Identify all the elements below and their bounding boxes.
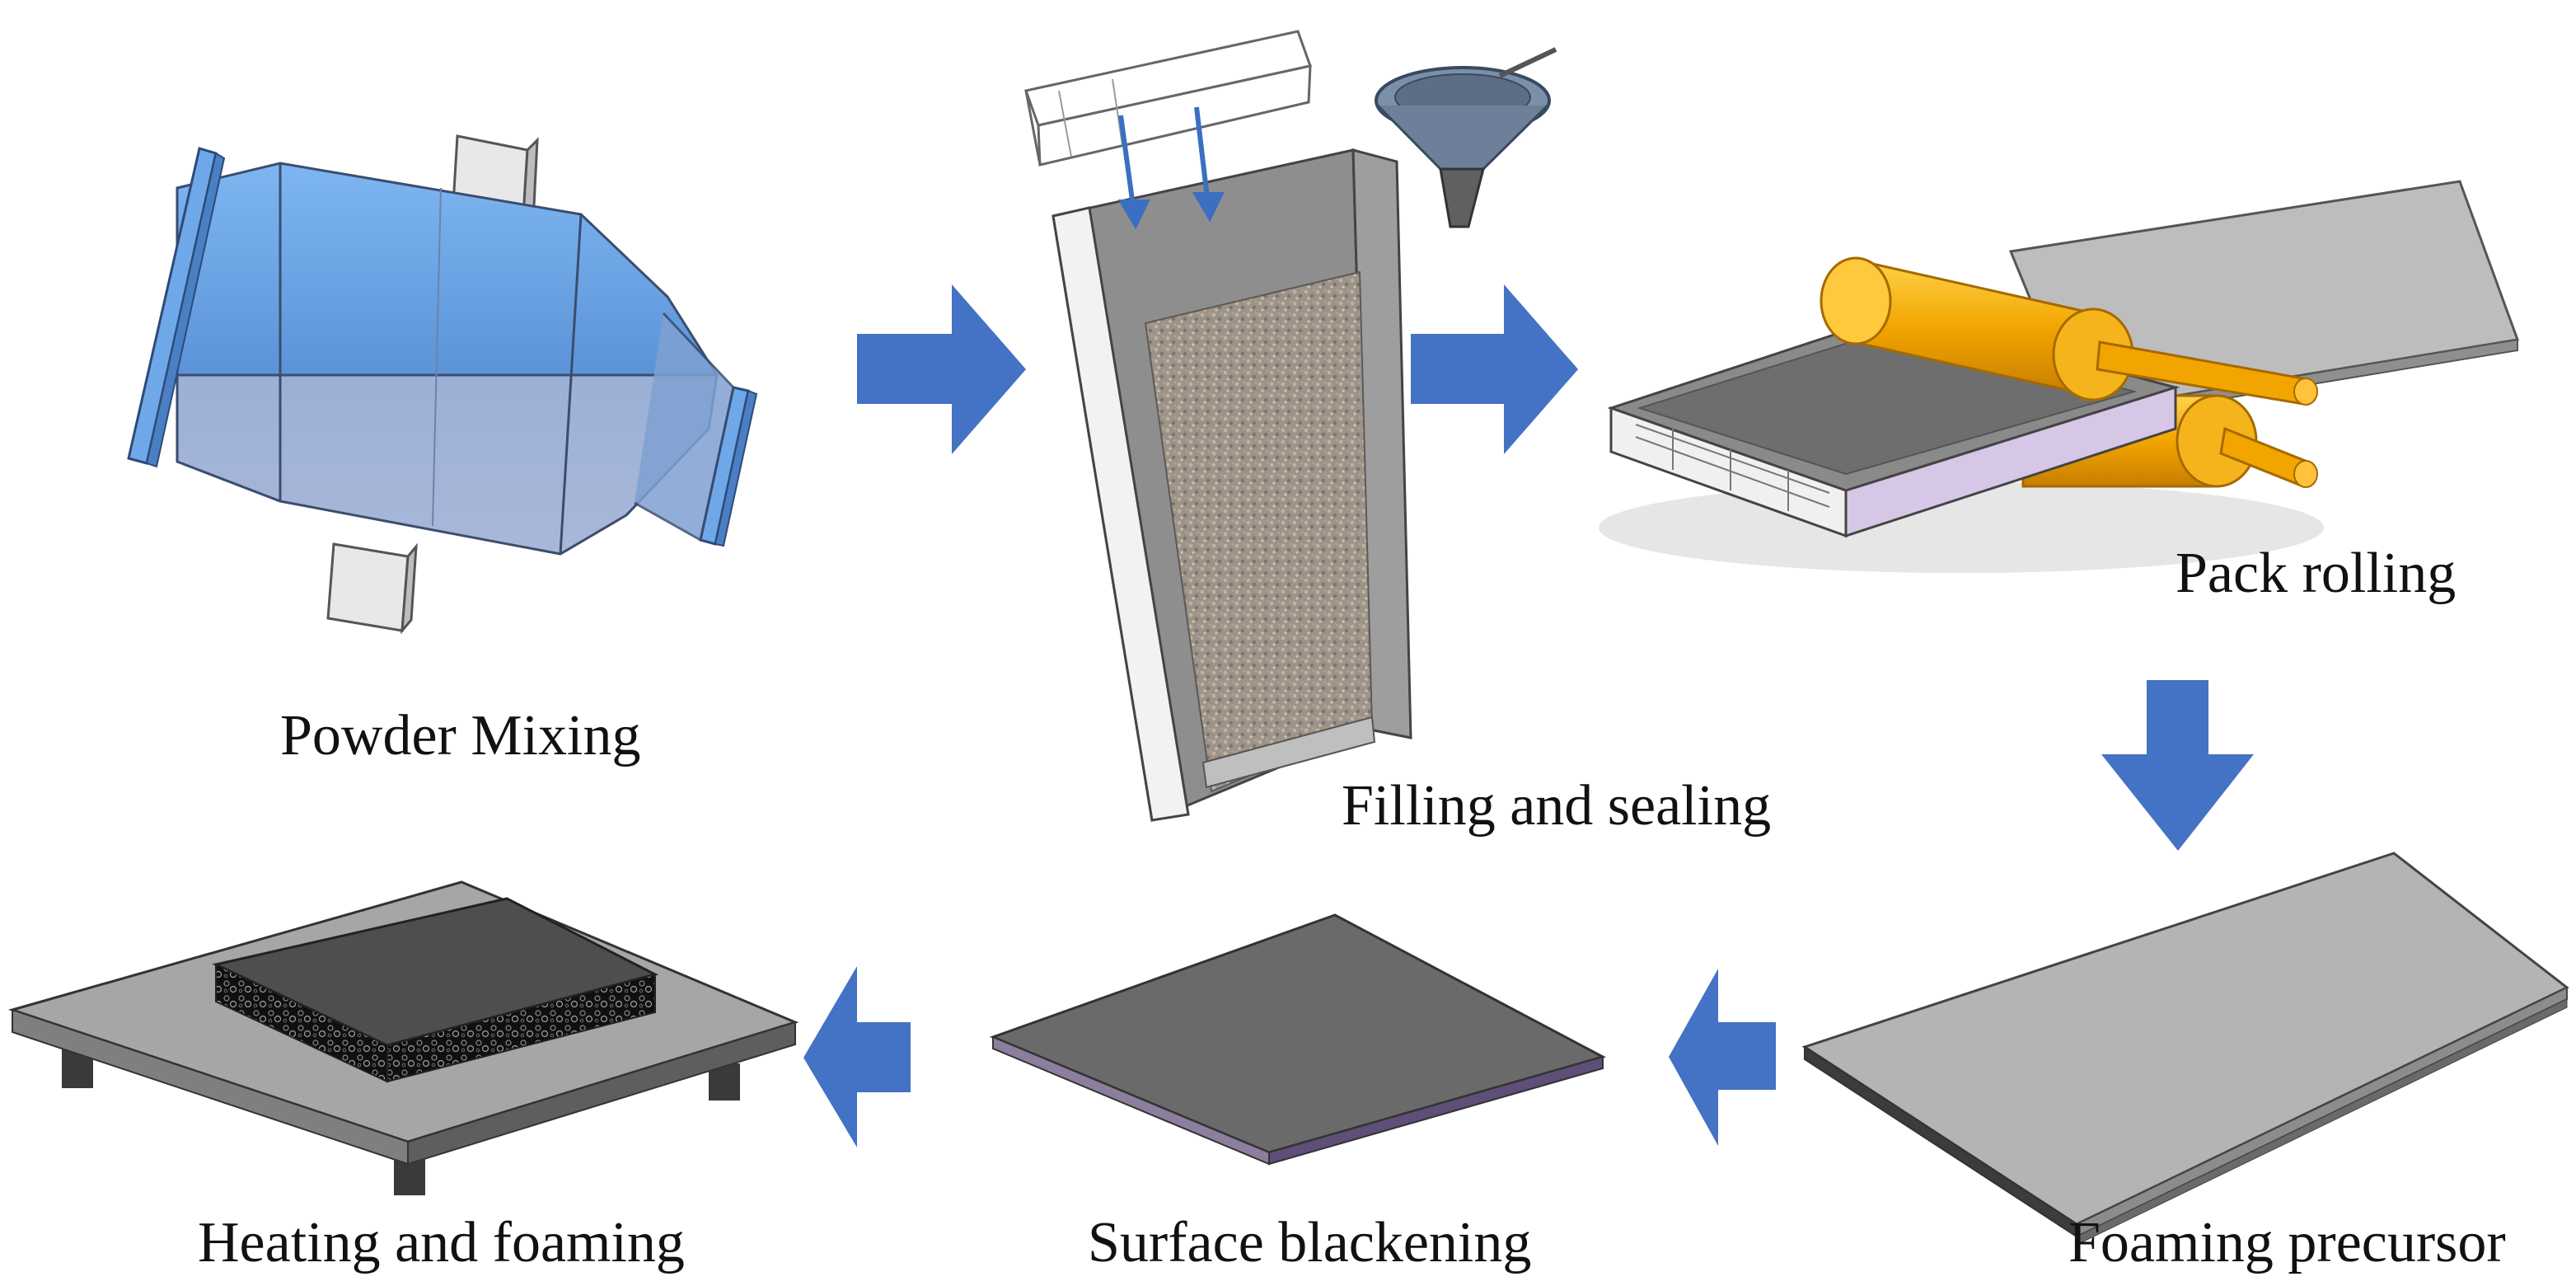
arrow-left-1 [1669,969,1776,1146]
filling-sealing-illustration [1024,30,1557,823]
foaming-precursor-illustration [1801,852,2569,1246]
arrow-right-1 [857,284,1026,454]
label-filling-sealing: Filling and sealing [1342,774,1771,838]
label-pack-rolling: Pack rolling [2176,542,2456,605]
label-powder-mixing: Powder Mixing [280,704,641,767]
flow-arrows [803,284,2254,1148]
powder-mixer-illustration [127,134,758,635]
arrow-right-2 [1411,284,1578,454]
arrow-left-2 [803,966,911,1148]
label-surface-blackening: Surface blackening [1088,1211,1531,1274]
heating-foaming-illustration [7,880,799,1195]
pack-rolling-illustration [1599,180,2520,573]
label-heating-foaming: Heating and foaming [198,1211,685,1274]
label-foaming-precursor: Foaming precursor [2068,1211,2506,1274]
surface-blackening-illustration [989,913,1606,1166]
arrow-down [2101,680,2254,851]
